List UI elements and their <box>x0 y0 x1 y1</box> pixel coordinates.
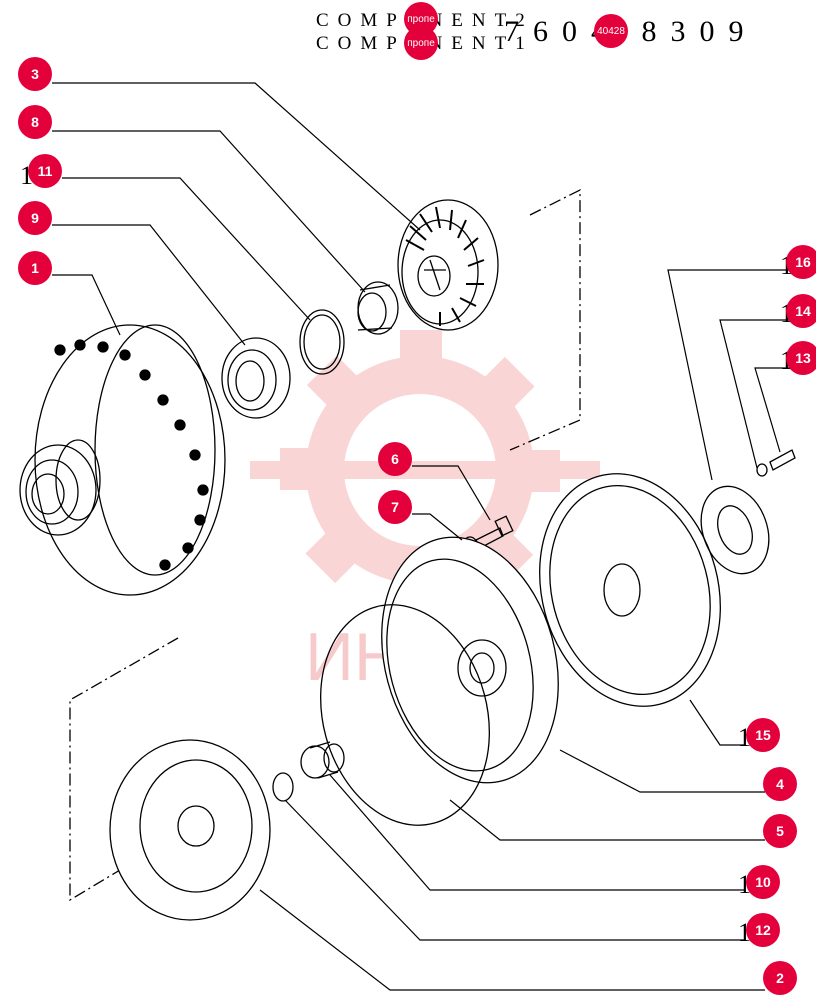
callout-1[interactable]: 1 <box>18 251 52 285</box>
part-9-bearing <box>221 337 291 419</box>
part-12-ring <box>272 772 294 802</box>
part-8-sleeve <box>357 281 399 335</box>
callout-13[interactable]: 13 <box>786 341 816 375</box>
callout-11[interactable]: 11 <box>28 154 62 188</box>
callout-6[interactable]: 6 <box>378 442 412 476</box>
part-3-stator <box>397 199 499 331</box>
part-11-snap-ring <box>299 309 345 375</box>
callout-5[interactable]: 5 <box>763 814 797 848</box>
header-badge-2: пропе <box>404 26 438 60</box>
part-5-o-ring <box>320 604 490 826</box>
part-16-ring-plate <box>700 485 770 575</box>
callout-2[interactable]: 2 <box>763 961 797 995</box>
callout-12[interactable]: 12 <box>746 913 780 947</box>
part-15-flex-plate <box>539 473 721 707</box>
header-badge-3: 40428 <box>594 14 628 48</box>
callout-10[interactable]: 10 <box>746 865 780 899</box>
callout-4[interactable]: 4 <box>763 767 797 801</box>
part-14-washer <box>756 463 768 477</box>
callout-9[interactable]: 9 <box>18 201 52 235</box>
part-1-housing <box>19 324 226 596</box>
callout-16[interactable]: 16 <box>786 245 816 279</box>
callout-14[interactable]: 14 <box>786 294 816 328</box>
callout-3[interactable]: 3 <box>18 57 52 91</box>
callout-7[interactable]: 7 <box>378 490 412 524</box>
part-2-turbine <box>109 739 271 921</box>
part-10-spacer <box>300 741 345 779</box>
callout-15[interactable]: 15 <box>746 718 780 752</box>
callout-8[interactable]: 8 <box>18 105 52 139</box>
part-13-bolt <box>769 449 796 471</box>
